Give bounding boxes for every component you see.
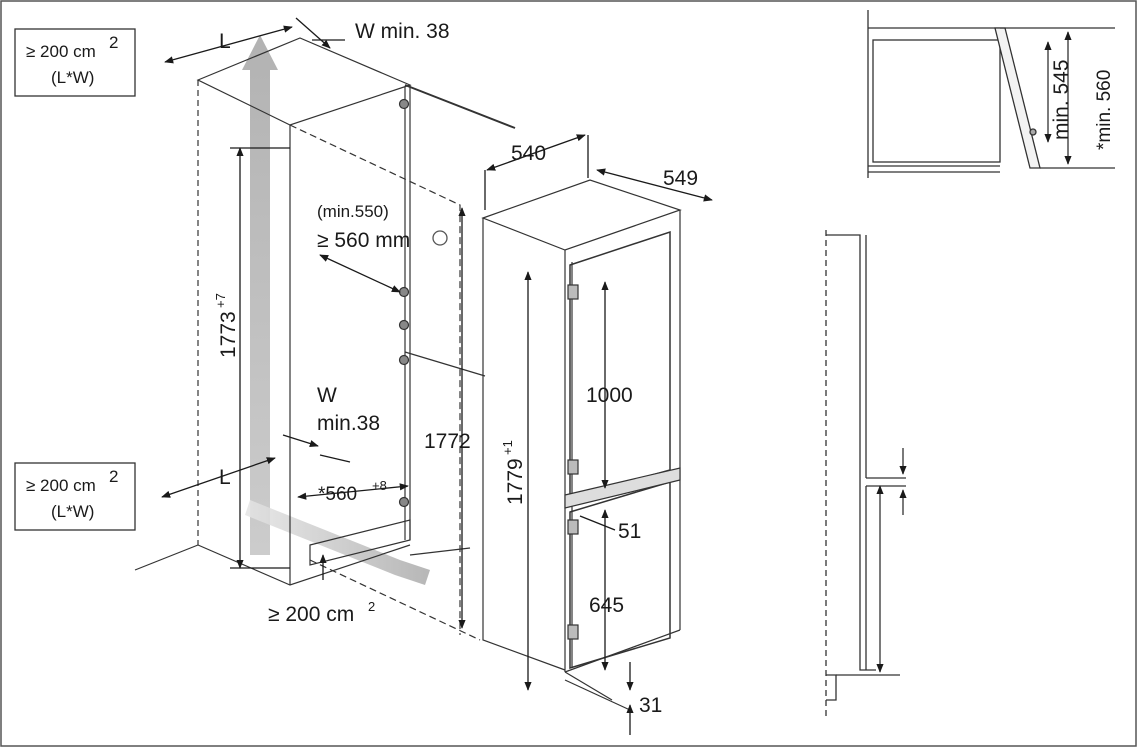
vent-box-top: ≥ 200 cm 2 (L*W) [14,28,136,97]
label-1000: 1000 [586,384,633,407]
label-L-bottom: L [219,466,231,489]
label-bottom-vent-sup: 2 [368,599,375,614]
dim-540 [486,134,586,171]
label-W-side-min: min.38 [317,412,380,435]
label-51: 51 [618,520,641,543]
appliance-dimensions [458,134,713,735]
door-detail [867,10,1115,178]
svg-text:*min. 560: *min. 560 [1094,70,1115,150]
vent-bottom-value: ≥ 200 cm [26,476,96,495]
vent-top-value: ≥ 200 cm [26,42,96,61]
airflow-up-arrow [242,35,278,555]
label-depth-min: (min.550) [317,202,389,221]
label-560-tol: +8 [372,478,387,493]
vent-bottom-lw: (L*W) [51,502,94,521]
label-bottom-vent: ≥ 200 cm [268,603,354,626]
dim-W-side [282,434,319,448]
dim-L-top [164,25,293,64]
label-1779: 1779 +1 [500,440,527,505]
label-31: 31 [639,694,662,717]
label-645: 645 [589,594,624,617]
label-depth: ≥ 560 mm [317,229,410,252]
smile-icon [432,230,448,246]
label-W-min38-top: W min. 38 [355,20,450,43]
label-549: 549 [663,167,698,190]
dim-560 [297,483,409,500]
vent-box-bottom: ≥ 200 cm 2 (L*W) [14,462,136,531]
dim-51 [579,515,616,531]
dim-depth [319,254,401,293]
airflow-in-arrow [245,500,430,585]
svg-text:min. 545: min. 545 [1050,59,1073,140]
vent-top-lw: (L*W) [51,68,94,87]
label-1772: 1772 [424,430,471,453]
vent-bottom-sup: 2 [109,467,118,486]
label-W-side: W [317,384,337,407]
svg-text:1779: 1779 [504,458,527,505]
label-min560: *min. 560 [1094,70,1115,150]
dim-549 [596,168,713,202]
side-profile [825,230,907,718]
dim-L-bottom [161,457,276,498]
label-1773: 1773 +7 [213,293,240,358]
svg-text:+7: +7 [213,293,228,308]
label-560: *560 [318,484,357,505]
label-540: 540 [511,142,546,165]
svg-text:1773: 1773 [217,311,240,358]
niche-dimensions [161,17,409,580]
svg-text:+1: +1 [500,440,515,455]
label-L-top: L [219,30,231,53]
label-min545: min. 545 [1050,59,1073,140]
appliance-body [481,179,682,711]
niche-cabinet [134,35,516,641]
vent-top-sup: 2 [109,33,118,52]
